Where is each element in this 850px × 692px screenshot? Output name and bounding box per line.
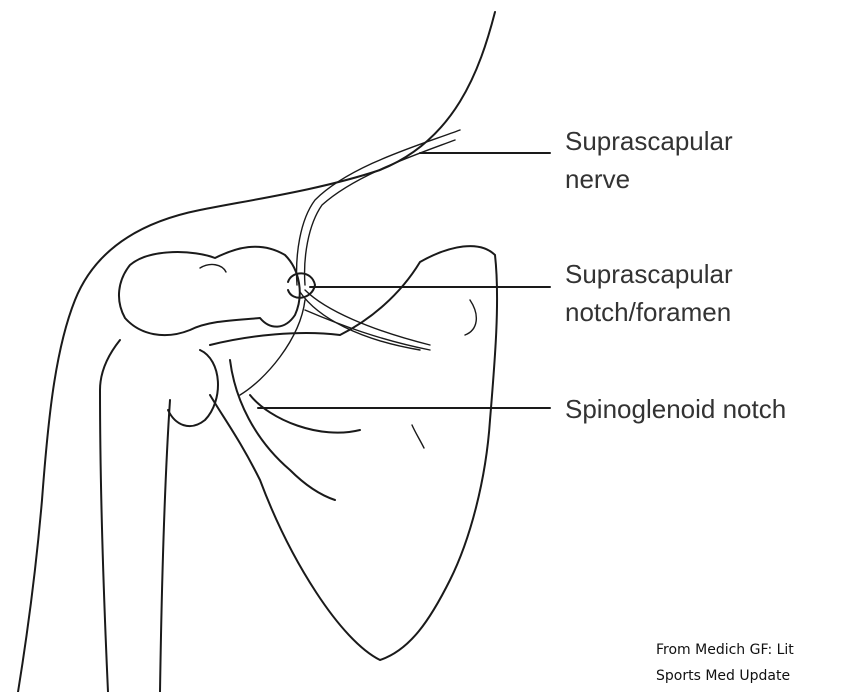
skin-outline <box>18 12 495 692</box>
label-suprascapular-notch-line2: notch/foramen <box>565 297 731 327</box>
humeral-head <box>168 350 218 426</box>
label-spinoglenoid-notch-line1: Spinoglenoid notch <box>565 394 786 424</box>
credit-line1: From Medich GF: Lit <box>656 642 794 658</box>
credit-line2: Sports Med Update <box>656 668 790 684</box>
source-credit: From Medich GF: Lit Sports Med Update <box>656 642 798 684</box>
label-spinoglenoid-notch: Spinoglenoid notch <box>565 394 786 424</box>
humerus-outline <box>100 340 170 692</box>
label-suprascapular-nerve: Suprascapular nerve <box>565 126 740 194</box>
acromion <box>119 247 300 335</box>
label-suprascapular-notch: Suprascapular notch/foramen <box>565 259 740 327</box>
scapula-outline <box>210 246 497 660</box>
label-suprascapular-notch-line1: Suprascapular <box>565 259 733 289</box>
acromion-notch <box>200 265 226 272</box>
glenoid-rim <box>305 300 476 350</box>
label-suprascapular-nerve-line1: Suprascapular <box>565 126 733 156</box>
scapular-spine <box>230 360 360 500</box>
spine-tick <box>412 425 424 448</box>
label-suprascapular-nerve-line2: nerve <box>565 164 630 194</box>
suprascapular-nerve <box>240 130 460 395</box>
